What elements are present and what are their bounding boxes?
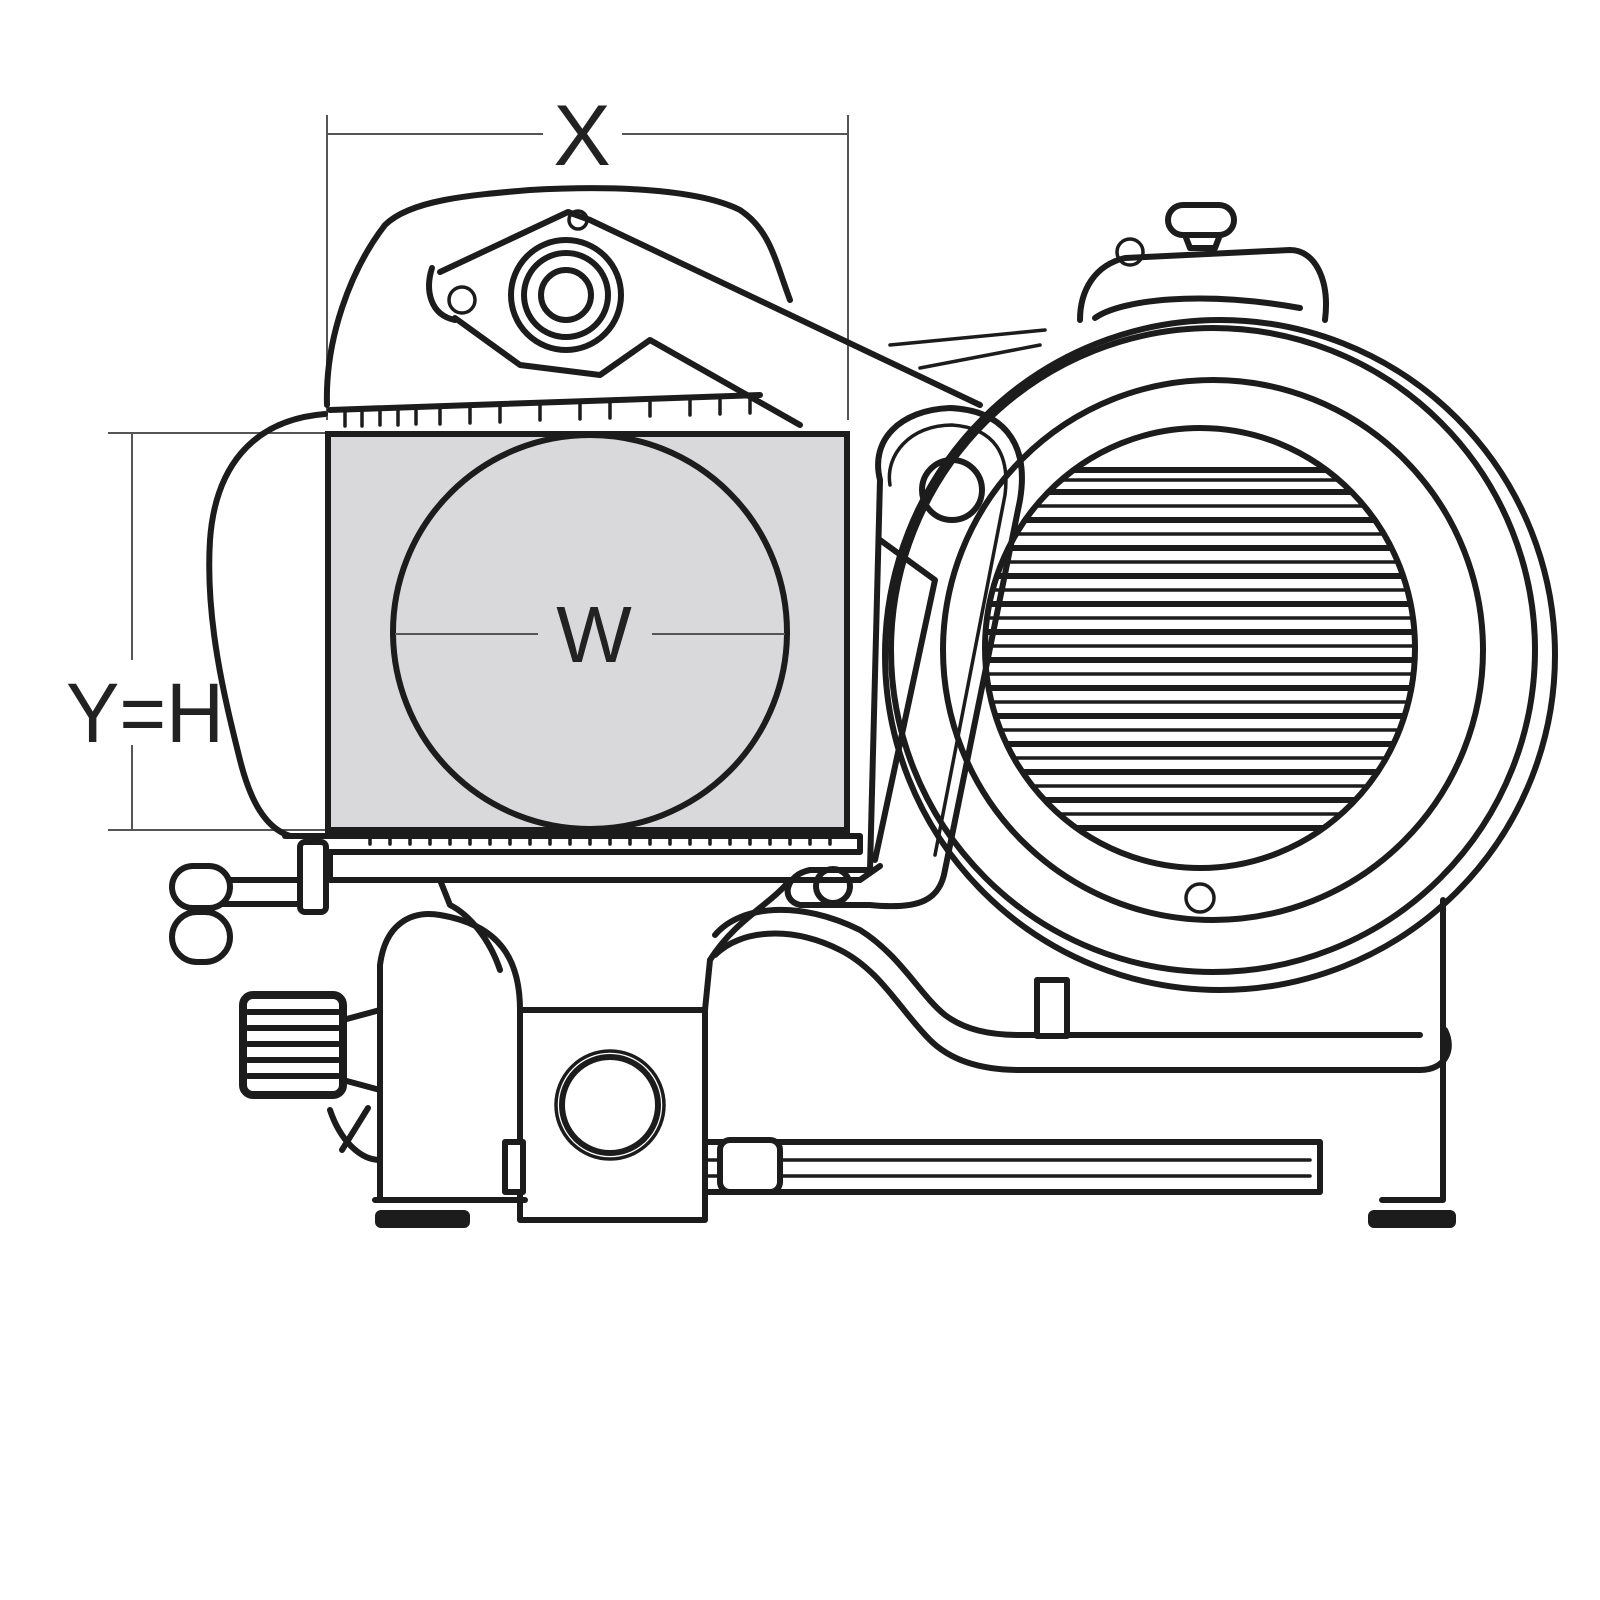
w-dim-label: W <box>556 590 632 679</box>
slicer-body: W <box>169 185 1558 1228</box>
gauge-plate-arm-inner <box>887 423 1008 857</box>
pusher-arm-link <box>426 265 458 323</box>
teeth-top <box>343 395 752 428</box>
carriage-tray <box>282 833 883 883</box>
blade-guard-inner <box>940 377 1486 923</box>
handle-grip-bottom <box>169 909 233 965</box>
carriage-tray-end <box>297 839 329 915</box>
pusher-knob-top <box>567 209 589 231</box>
handle-grip-top <box>169 863 233 911</box>
left-rail-stub <box>502 1139 526 1195</box>
sharpener-knob-stem <box>1182 232 1223 251</box>
handle-rod <box>217 877 303 907</box>
x-dim-label: X <box>553 88 610 184</box>
blade-guard-outer-rim <box>882 317 1558 993</box>
center-knob-ring <box>554 1049 666 1161</box>
blade-diameter-circle <box>390 432 790 832</box>
left-housing-outline <box>206 411 328 839</box>
left-pedestal <box>377 911 523 1203</box>
sharpener-knob <box>1165 202 1237 238</box>
thickness-knob-ribs <box>245 1009 341 1079</box>
x-dimension: X <box>326 88 849 420</box>
blade-guard-screw <box>1184 882 1216 914</box>
center-knob <box>559 1054 661 1156</box>
pusher-knob-outer <box>508 237 624 353</box>
arm-pivot-lower <box>813 866 853 906</box>
sharpener-housing-lower <box>1092 295 1303 321</box>
sharpener-link <box>888 328 1047 370</box>
pusher-arm-lower <box>452 315 803 428</box>
base-outline-2 <box>712 906 1423 1038</box>
base-right-leg <box>1379 897 1446 1203</box>
pedestal-neck <box>437 877 793 1013</box>
pusher-arm <box>437 209 983 408</box>
carriage-handle <box>169 863 303 965</box>
foot-right <box>1368 1210 1456 1228</box>
teeth-bar-top <box>327 392 763 413</box>
thickness-knob-shaft <box>340 1007 383 1093</box>
pusher-housing-outline <box>323 185 793 408</box>
foot-left <box>375 1210 470 1228</box>
blade-guard-outer <box>888 325 1538 975</box>
sharpener-housing <box>1077 247 1329 323</box>
base-rail-inner <box>703 1158 1312 1178</box>
rail-collar <box>717 1137 783 1195</box>
sharpener-small-knob <box>1115 237 1145 267</box>
thickness-knob-dial <box>327 1107 383 1163</box>
pusher-knob-inner <box>538 267 594 323</box>
pusher-knob-mid <box>521 250 611 340</box>
center-block <box>517 1007 708 1223</box>
y-dim-label: Y=H <box>66 666 224 760</box>
pusher-pivot-small <box>447 285 477 315</box>
gauge-plate-arm <box>784 405 1025 910</box>
base-rail <box>702 1139 1323 1195</box>
base-outline <box>712 930 1452 1073</box>
base-post <box>1034 977 1070 1039</box>
y-dimension: Y=H <box>66 432 325 831</box>
thickness-knob <box>239 991 383 1163</box>
vent-grille-outline <box>982 425 1418 871</box>
vent-grille-slats <box>985 467 1415 831</box>
thickness-knob-tick <box>339 1105 371 1153</box>
